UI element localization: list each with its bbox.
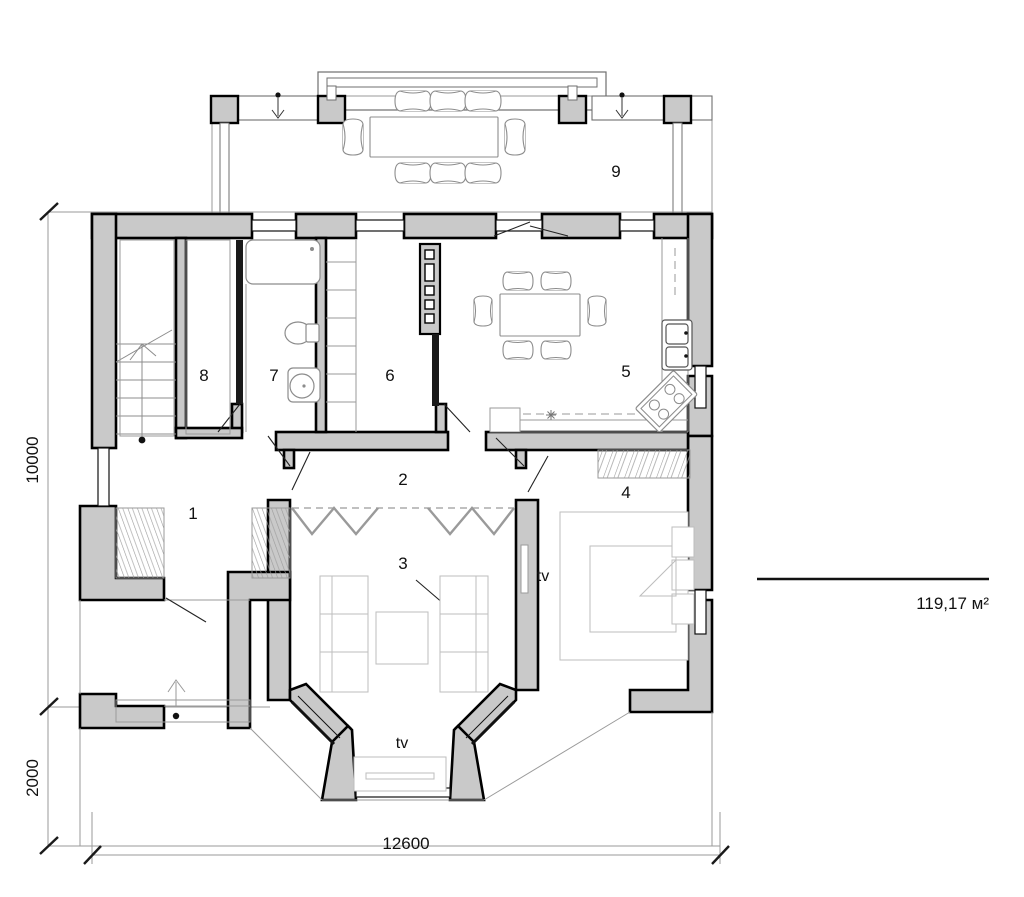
lower-left-room-detail (115, 679, 251, 723)
room-number-5: 5 (621, 362, 630, 381)
room-number-6: 6 (385, 366, 394, 385)
wall-left-upper (90, 212, 118, 450)
cooktop-icon (635, 370, 698, 433)
window-right-1 (694, 365, 707, 409)
wall-top-pier3 (402, 212, 498, 240)
wall-top-pier2 (294, 212, 358, 240)
room8-closet-outline (185, 239, 231, 435)
room-number-3: 3 (398, 554, 407, 573)
dining-table (499, 293, 581, 337)
tv-label-bedroom: tv (537, 568, 549, 585)
wall-left-lower-nub (78, 692, 166, 730)
wall-interior-top-left (274, 430, 450, 452)
dimension-tick-marks (39, 202, 730, 865)
washbasin-icon (287, 367, 321, 403)
window-top-3 (495, 219, 543, 232)
window-top-1 (251, 219, 297, 232)
bathtub-icon (245, 239, 321, 285)
toilet-icon (284, 321, 320, 345)
thin-guides (79, 211, 713, 846)
coffee-table (375, 611, 429, 665)
room6-column-icon (418, 242, 442, 406)
room-number-8: 8 (199, 366, 208, 385)
wall-interior-top-right (484, 430, 690, 452)
terrace-furniture (342, 90, 526, 184)
kitchen-dining-furniture (473, 271, 607, 360)
terrace-structure (209, 71, 713, 216)
wall-bay-right-lower (448, 724, 486, 802)
living-room-furniture (319, 575, 489, 693)
window-left-1 (97, 447, 110, 507)
bedroom-wardrobe (597, 449, 691, 479)
dimension-label-overall-width: 12600 (382, 834, 429, 853)
room8-inner-outline (119, 239, 175, 437)
closet-right (251, 507, 291, 579)
window-top-4 (619, 219, 655, 232)
hall-closets (115, 507, 291, 579)
tv-cabinet-living (353, 756, 447, 792)
bed-mattress (589, 545, 677, 633)
area-callout: 119,17 м² (757, 577, 989, 613)
area-value: 119,17 м² (916, 594, 989, 613)
room-number-7: 7 (269, 366, 278, 385)
wall-partition-8-bottom (174, 426, 244, 440)
door-jamb-a (282, 448, 296, 470)
closet-left (115, 507, 165, 579)
wall-top-pier4 (540, 212, 622, 240)
house-walls (78, 212, 714, 802)
tv-bedroom-icon (520, 544, 529, 594)
staircase (115, 329, 176, 444)
tv-label-living: tv (396, 735, 408, 752)
window-top-2 (355, 219, 405, 232)
door-leader-lines (165, 221, 569, 623)
door-jamb-b (514, 448, 528, 470)
door-jamb-c (434, 402, 448, 434)
kitchen-sink-icon (661, 319, 693, 371)
room-number-1: 1 (188, 504, 197, 523)
room6-details (326, 240, 357, 432)
bedroom-furniture (559, 511, 695, 661)
door-leaf-8 (236, 240, 243, 404)
room-number-4: 4 (621, 483, 630, 502)
dimension-label-height-lower: 2000 (23, 759, 42, 797)
wall-partition-8-7 (174, 236, 188, 440)
room-number-9: 9 (611, 162, 620, 181)
room-number-labels: 1 2 3 4 5 6 7 8 9 (188, 162, 630, 573)
room-number-2: 2 (398, 470, 407, 489)
bathroom-fixtures (245, 239, 321, 403)
window-right-2 (694, 589, 707, 635)
wall-living-right (514, 498, 540, 692)
living-room-arch (291, 506, 515, 536)
refrigerator-icon (546, 410, 556, 420)
dimension-label-height-upper: 10000 (23, 436, 42, 483)
